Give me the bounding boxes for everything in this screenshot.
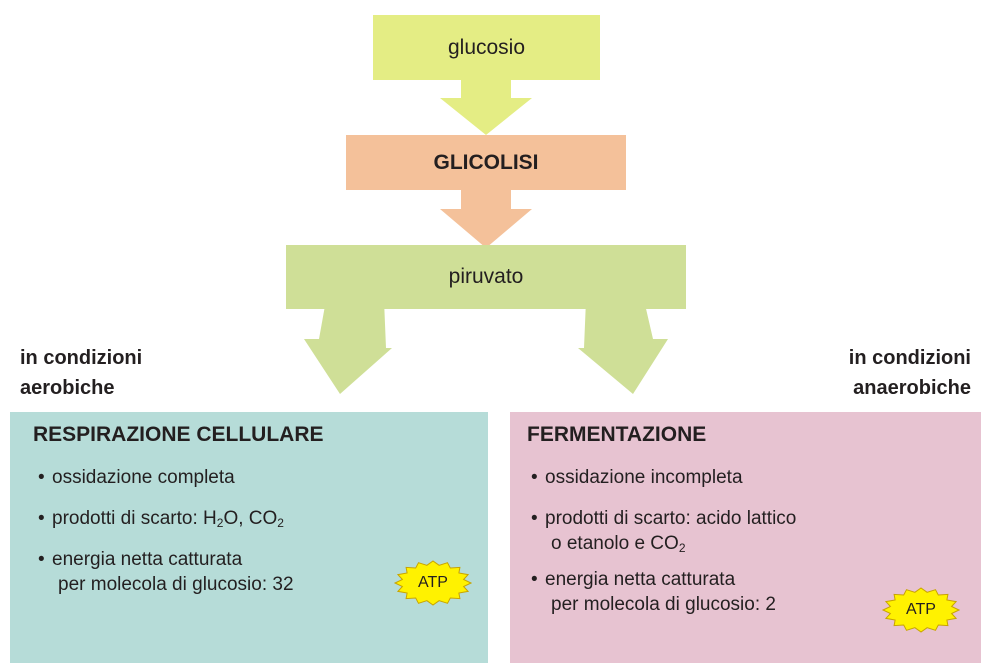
fermentation-bullet-3: • energia netta catturata per molecola d… bbox=[531, 567, 776, 617]
glycolysis-arrow bbox=[440, 190, 532, 248]
bullet-dot: • bbox=[531, 467, 538, 488]
respiration-bullet-1-text: ossidazione completa bbox=[52, 467, 235, 488]
glucose-label: glucosio bbox=[447, 35, 526, 59]
respiration-bullet-3-line1: energia netta catturata bbox=[52, 549, 243, 570]
atp-badge-fermentation: ATP bbox=[883, 590, 959, 630]
glucose-arrow bbox=[440, 80, 532, 135]
fermentation-bullet-2-line1: prodotti di scarto: acido lattico bbox=[545, 508, 797, 529]
fermentation-bullet-2: • prodotti di scarto: acido lattico o et… bbox=[531, 506, 797, 556]
fermentation-bullet-2-line2: o etanolo e CO2 bbox=[551, 533, 686, 555]
glycolysis-box bbox=[346, 135, 626, 190]
respiration-bullet-3-line2: per molecola di glucosio: 32 bbox=[58, 574, 294, 595]
subscript: 2 bbox=[277, 516, 284, 530]
aerobic-condition: in condizioni aerobiche bbox=[20, 343, 142, 403]
respiration-panel-bg bbox=[10, 412, 488, 663]
anaerobic-condition-line1: in condizioni bbox=[848, 347, 971, 369]
bullet-dot: • bbox=[38, 467, 45, 488]
respiration-bullet-2: • prodotti di scarto: H2O, CO2 bbox=[38, 506, 284, 531]
respiration-title: RESPIRAZIONE CELLULARE bbox=[33, 423, 324, 446]
respiration-bullet-3: • energia netta catturata per molecola d… bbox=[38, 547, 294, 597]
aerobic-condition-line2: aerobiche bbox=[20, 377, 115, 399]
fermentation-bullet-1-text: ossidazione incompleta bbox=[545, 467, 743, 488]
aerobic-condition-line1: in condizioni bbox=[20, 347, 143, 369]
atp-badge-respiration: ATP bbox=[395, 563, 471, 603]
glucose-box bbox=[373, 15, 600, 80]
pyruvate-label: piruvato bbox=[448, 265, 524, 288]
atp-burst-fermentation bbox=[881, 587, 961, 633]
bullet-dot: • bbox=[531, 508, 538, 529]
atp-text-respiration: ATP bbox=[418, 574, 448, 591]
pyruvate-arrow-right bbox=[578, 300, 668, 394]
glycolysis-label: GLICOLISI bbox=[433, 150, 539, 174]
anaerobic-condition: in condizioni anaerobiche bbox=[849, 343, 971, 403]
fermentation-title: FERMENTAZIONE bbox=[527, 423, 707, 446]
bullet-dot: • bbox=[531, 569, 538, 590]
respiration-bullet-2-text: prodotti di scarto: H2O, CO2 bbox=[52, 508, 284, 530]
pyruvate-arrow-left bbox=[304, 300, 392, 394]
atp-burst-shape bbox=[393, 560, 473, 606]
fermentation-bullet-3-line1: energia netta catturata bbox=[545, 569, 736, 590]
atp-burst-respiration bbox=[393, 560, 473, 606]
subscript: 2 bbox=[216, 516, 224, 530]
subscript: 2 bbox=[678, 541, 686, 555]
pyruvate-box bbox=[286, 245, 686, 309]
atp-text-fermentation: ATP bbox=[906, 601, 936, 618]
bullet-dot: • bbox=[38, 549, 45, 570]
fermentation-bullet-3-line2: per molecola di glucosio: 2 bbox=[551, 594, 776, 615]
atp-burst-shape bbox=[881, 587, 961, 633]
respiration-bullet-1: • ossidazione completa bbox=[38, 465, 235, 490]
anaerobic-condition-line2: anaerobiche bbox=[853, 377, 971, 399]
bullet-dot: • bbox=[38, 508, 45, 529]
fermentation-bullet-1: • ossidazione incompleta bbox=[531, 465, 743, 490]
